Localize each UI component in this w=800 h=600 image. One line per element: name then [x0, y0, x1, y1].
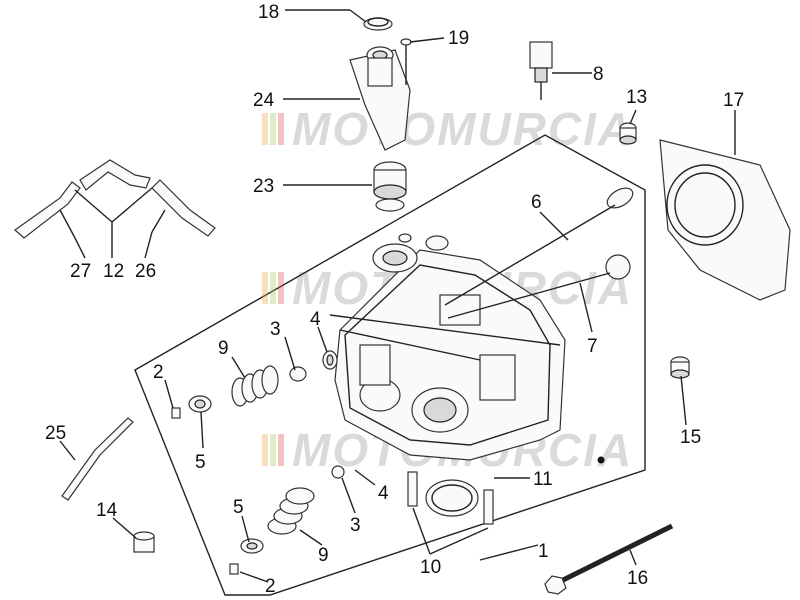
head-gasket-part	[659, 139, 791, 301]
callout-27: 27	[70, 261, 91, 282]
assembly-outline	[134, 134, 646, 596]
o-ring-part-10	[425, 479, 479, 517]
callout-11: 11	[533, 469, 553, 490]
dowel-part-15	[670, 356, 690, 379]
thermostat-part	[373, 161, 407, 212]
lower-spring-assembly	[229, 465, 345, 575]
dowels-part-11	[407, 471, 494, 525]
watermark-bottom: MOTOMURCIA	[262, 424, 631, 476]
callout-labels: 18 19 8 24 13 17 23 6 27 12 26 3 4 9 7 2…	[45, 2, 744, 597]
callout-16: 16	[627, 568, 648, 589]
callout-1: 1	[538, 541, 549, 562]
valve-part-7	[447, 254, 631, 319]
clamp-part	[363, 17, 393, 31]
callout-3: 3	[350, 515, 361, 536]
valve-part-6	[444, 187, 634, 306]
callout-24: 24	[253, 90, 275, 111]
callout-10: 10	[420, 557, 441, 578]
callout-23: 23	[253, 176, 274, 197]
callout-25: 25	[45, 423, 66, 444]
dowel-part-13	[619, 122, 637, 145]
callout-18: 18	[258, 2, 279, 23]
plug-part-14	[133, 531, 155, 553]
callout-19: 19	[448, 28, 469, 49]
hose-assembly-part	[14, 159, 216, 239]
callout-5: 5	[233, 497, 244, 518]
thermostat-housing-part	[349, 46, 411, 151]
callout-2: 2	[153, 362, 164, 383]
callout-12: 12	[103, 261, 124, 282]
callout-6: 6	[531, 192, 542, 213]
leader-lines	[59, 9, 736, 583]
callout-26: 26	[135, 261, 156, 282]
callout-13: 13	[626, 87, 647, 108]
cylinder-head-part	[329, 233, 566, 461]
callout-9: 9	[318, 545, 329, 566]
callout-7: 7	[587, 336, 598, 357]
callout-4: 4	[378, 483, 389, 504]
callout-14: 14	[96, 500, 118, 521]
callout-2: 2	[265, 576, 276, 597]
callout-17: 17	[723, 90, 744, 111]
temperature-sensor-part	[529, 41, 553, 100]
callout-5: 5	[195, 452, 206, 473]
callout-15: 15	[680, 427, 701, 448]
callout-4: 4	[310, 309, 321, 330]
reference-dot	[597, 456, 605, 464]
breather-tube-part	[61, 417, 134, 501]
watermark-top: MOTOMURCIA	[262, 103, 633, 155]
callout-9: 9	[218, 338, 229, 359]
stud-bolt-part-16	[544, 523, 674, 595]
callout-3: 3	[270, 319, 281, 340]
callout-8: 8	[593, 64, 604, 85]
upper-spring-assembly	[171, 350, 338, 419]
watermark-text: MOTOMURCIA	[292, 103, 633, 155]
